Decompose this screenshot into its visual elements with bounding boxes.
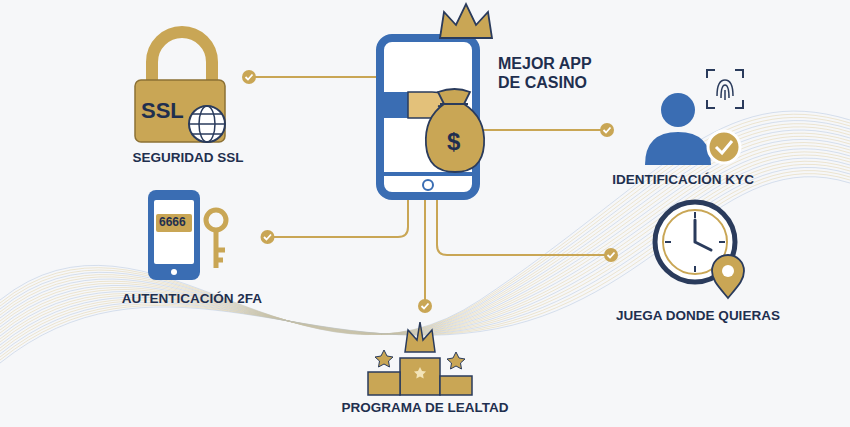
connector [249,76,380,78]
kyc-person-icon [645,70,743,165]
app-phone: MEJOR APP DE CASINO [380,38,476,196]
connector [476,129,607,131]
feature-node: PROGRAMA DE LEALTAD [337,306,514,418]
feature-label: PROGRAMA DE LEALTAD [342,400,509,416]
wave-line [0,152,850,339]
lock-icon [135,32,225,142]
wave-line [0,177,850,363]
connector [268,196,409,237]
clock-icon [655,202,744,298]
feature-node: AUTENTICACIÓN 2FA [117,186,268,309]
check-dot [242,70,256,84]
icon-label: $ [447,128,460,156]
feature-label: IDENTIFICACIÓN KYC [612,172,754,188]
check-dot [261,230,275,244]
phone-illustration [380,4,492,196]
podium-icon [368,322,472,395]
check-dot [604,248,618,262]
check-dot [600,123,614,137]
icon-label: 6666 [159,215,186,229]
wave-line [0,161,850,348]
feature-label: AUTENTICACIÓN 2FA [122,291,262,307]
feature-node: JUEGA DONDE QUIERAS [611,198,785,326]
feature-label: JUEGA DONDE QUIERAS [616,308,780,324]
feature-label: SEGURIDAD SSL [132,150,243,166]
check-dot [418,299,432,313]
wave-line [0,146,850,334]
twofa-phone-icon [148,190,226,280]
wave-line [0,174,850,360]
app-title: MEJOR APP DE CASINO [498,54,598,92]
feature-node: IDENTIFICACIÓN KYC [607,64,759,190]
connector [424,196,426,306]
icon-label: SSL [141,98,184,124]
connector [437,196,611,255]
